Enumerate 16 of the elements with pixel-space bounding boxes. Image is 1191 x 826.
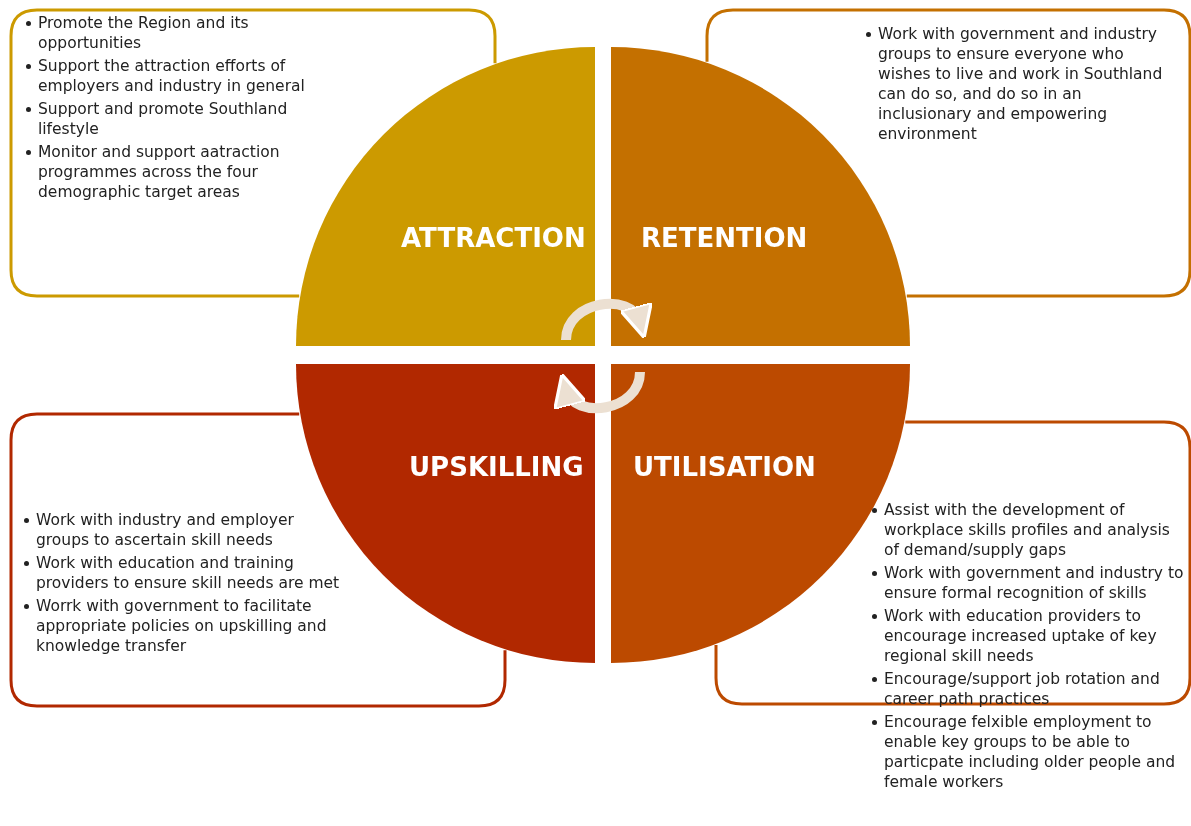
bullet-text: Work with government and industry to ensure formal recognition of skills: [884, 564, 1184, 602]
bullet-text: Promote the Region and its opportunities: [38, 14, 249, 52]
segment-title: RETENTION: [641, 223, 808, 253]
bullet-text: Support the attraction efforts of employers and industry in general: [38, 57, 305, 95]
bullet-text: Monitor and support aatraction programmes across the four demographic target areas: [38, 143, 280, 201]
bullet-text: Work with industry and employer groups to ascertain skill needs: [36, 511, 294, 549]
bullet-text: Worrk with government to facilitate appropriate policies on upskilling and knowledge transfer: [36, 597, 327, 655]
bullet-text: Work with education providers to encourage increased uptake of key regional skill needs: [884, 607, 1157, 665]
bullet-text: Work with government and industry groups to ensure everyone who wishes to live and work in Southland can do so, and do so in an inclusionary and empowering environment: [878, 25, 1163, 143]
bullet-text: Support and promote Southland lifestyle: [38, 100, 288, 138]
segment-title: UTILISATION: [633, 452, 816, 482]
segment-title: ATTRACTION: [401, 223, 586, 253]
bullet-text: Work with education and training providers to ensure skill needs are met: [36, 554, 340, 592]
segment-title: UPSKILLING: [409, 452, 584, 482]
bullet-text: Assist with the development of workplace skills profiles and analysis of demand/supply gaps: [884, 501, 1170, 559]
bullet-text: Encourage felxible employment to enable key groups to be able to particpate including older people and female workers: [884, 713, 1176, 791]
